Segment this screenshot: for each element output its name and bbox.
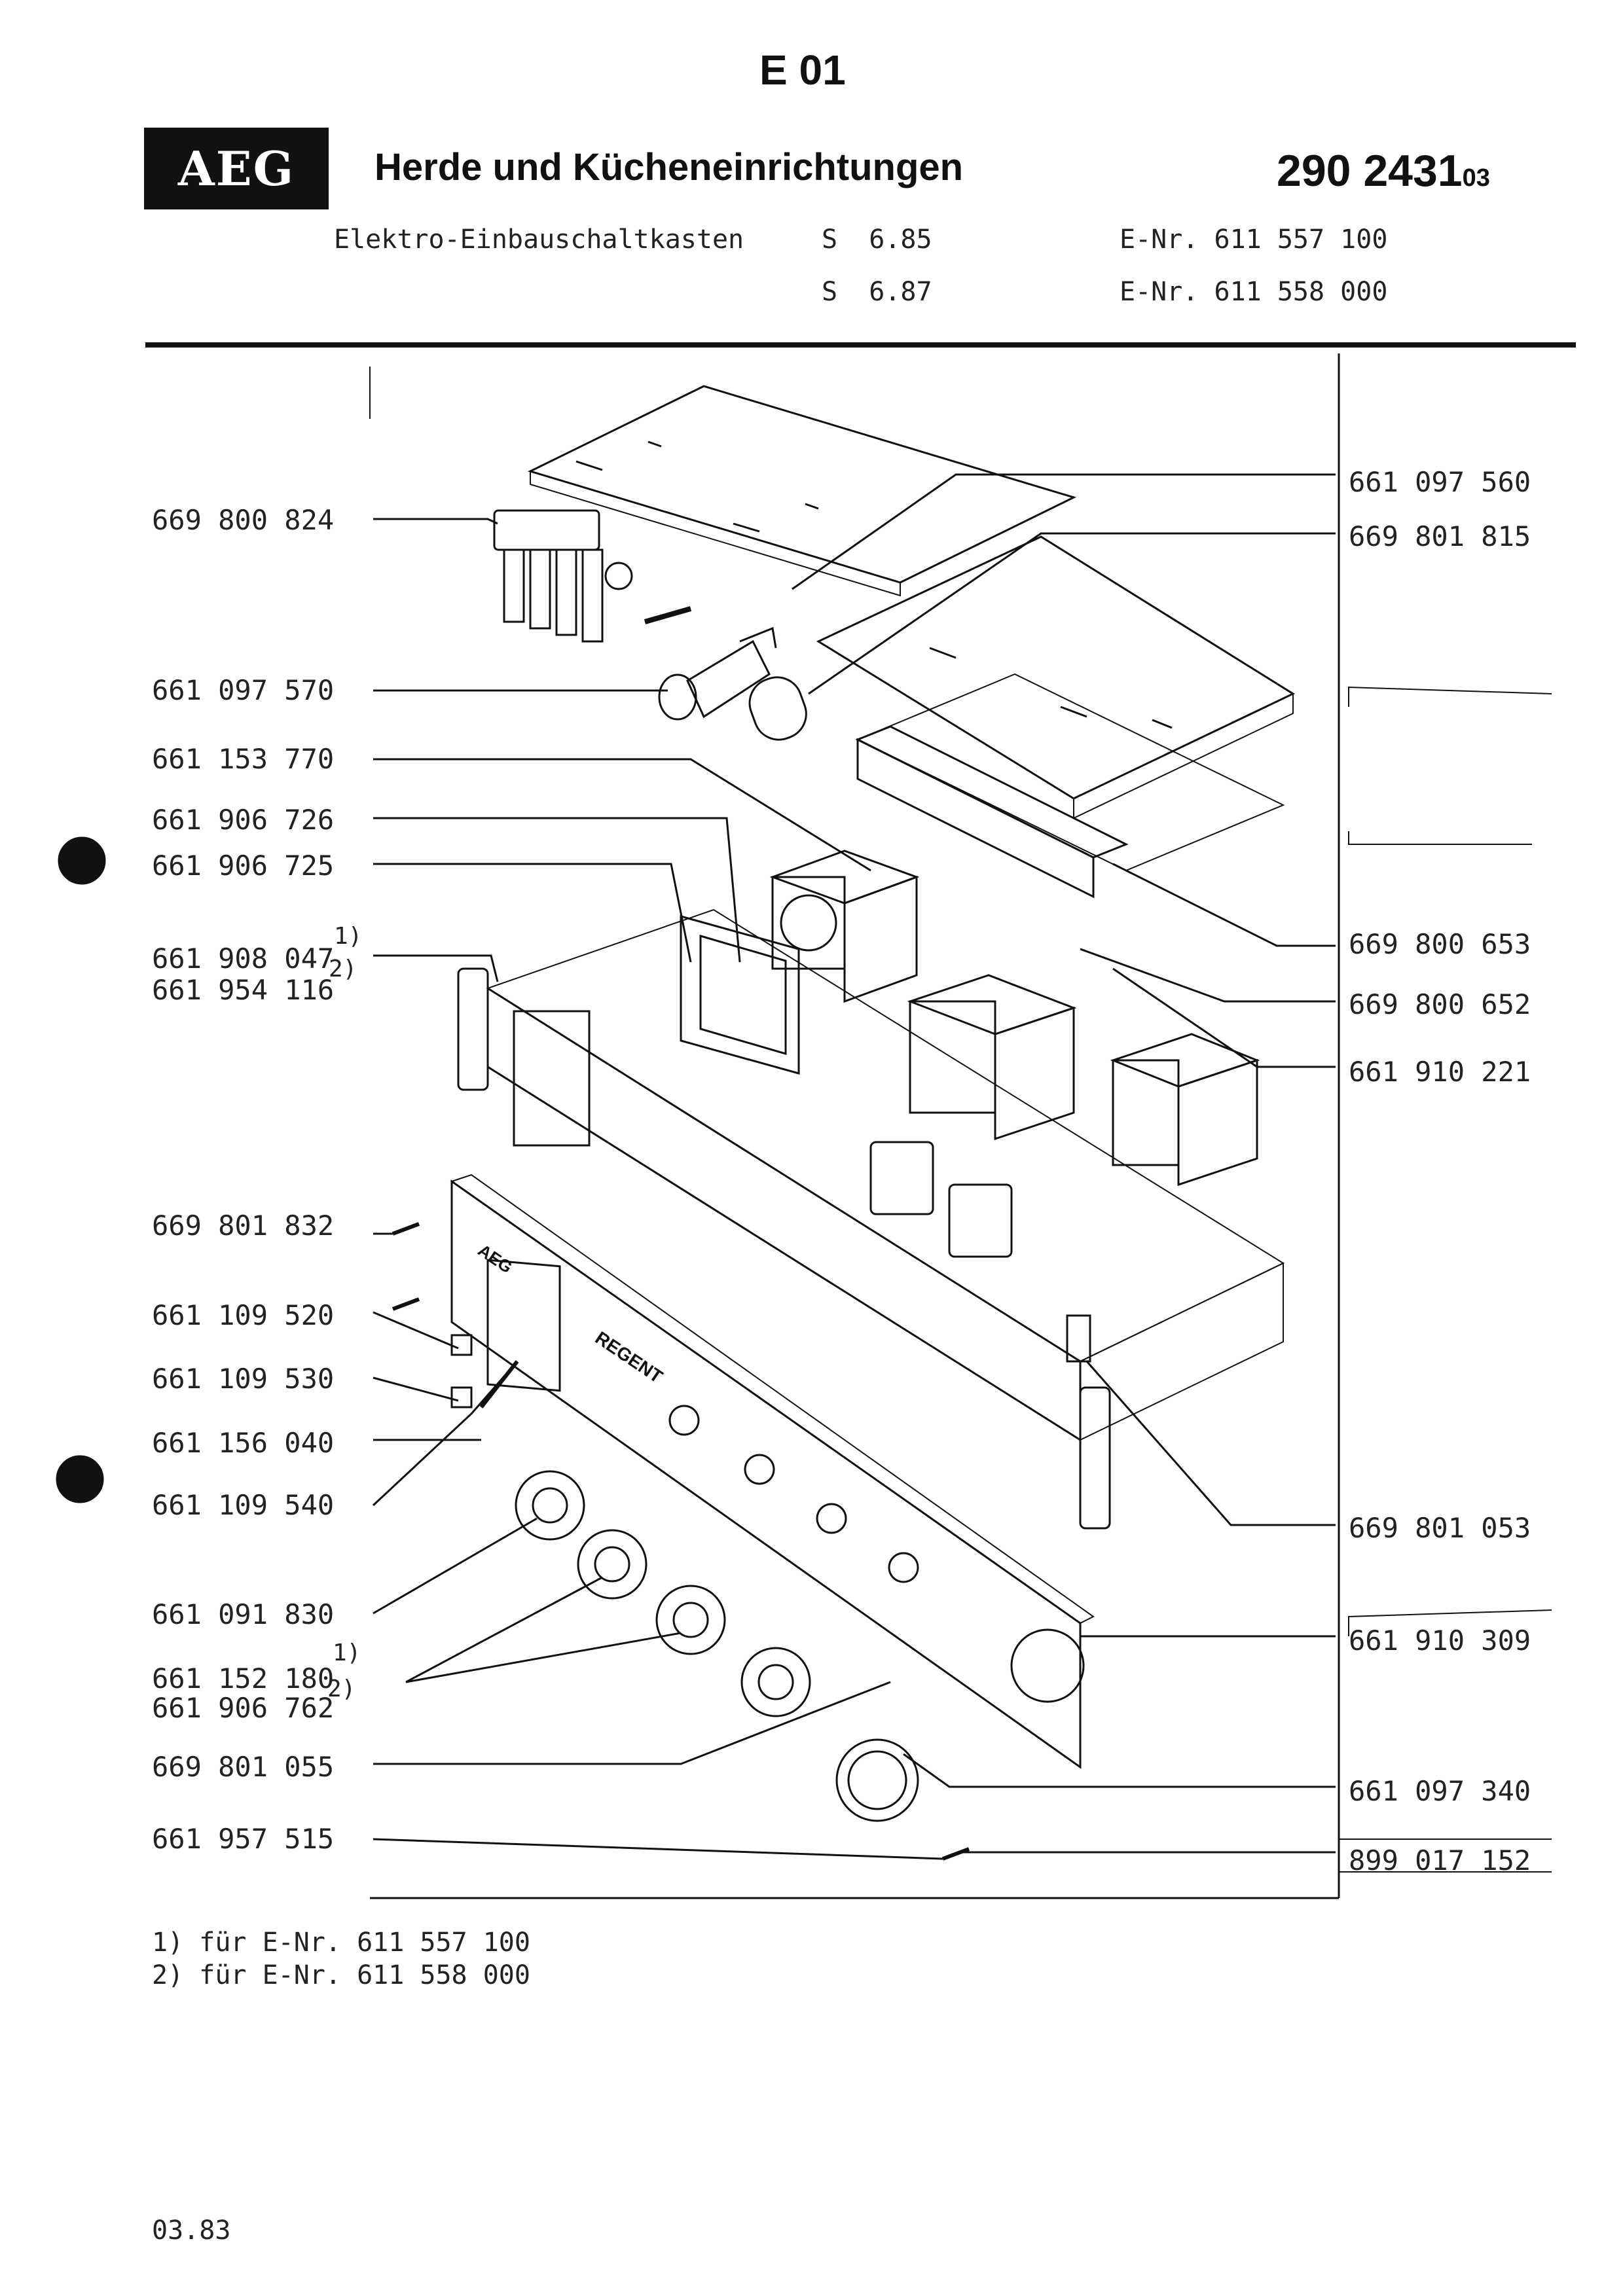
part-label-left: 661 906 762	[152, 1692, 335, 1724]
document-number-main: 290 2431	[1277, 146, 1463, 196]
small-switch-1	[869, 1141, 934, 1215]
part-label-right: 899 017 152	[1349, 1844, 1531, 1876]
control-knob-1	[515, 1470, 585, 1541]
footnote-1: 1) für E-Nr. 611 557 100	[152, 1928, 530, 1958]
part-label-left: 661 109 540	[152, 1489, 335, 1521]
part-label-right: 661 097 340	[1349, 1775, 1531, 1807]
terminal-strip	[855, 725, 1129, 899]
timer-clock	[769, 850, 920, 1003]
display-window	[680, 915, 800, 1075]
sheet-code: E 01	[759, 46, 846, 94]
timer-knob	[835, 1738, 919, 1822]
part-label-left: 661 954 116	[152, 974, 335, 1006]
part-label-right: 661 910 309	[1349, 1624, 1531, 1657]
part-label-left: 661 156 040	[152, 1427, 335, 1459]
control-knob-3	[655, 1585, 726, 1655]
part-label-right: 661 910 221	[1349, 1056, 1531, 1088]
small-switch-2	[948, 1183, 1013, 1258]
footnote-2: 2) für E-Nr. 611 558 000	[152, 1960, 530, 1990]
page-title: Herde und Kücheneinrichtungen	[374, 146, 964, 188]
part-label-left: 661 906 725	[152, 850, 335, 882]
cover-plate-upper	[527, 385, 1077, 597]
part-label-left: 661 153 770	[152, 743, 335, 775]
front-fascia-panel	[450, 1174, 1095, 1769]
terminal-block	[493, 509, 633, 643]
aeg-logo: AEG	[144, 128, 329, 209]
part-label-left: 661 091 830	[152, 1598, 335, 1630]
leader-lines-left	[372, 518, 943, 1860]
part-label-left: 661 908 047	[152, 942, 335, 975]
chassis-tray	[856, 673, 1285, 872]
revision-date: 03.83	[152, 2215, 231, 2246]
part-label-left: 661 152 180	[152, 1662, 335, 1695]
part-label-right: 669 801 815	[1349, 520, 1531, 552]
footnote-ref: 2)	[329, 956, 357, 982]
enr-2: E-Nr. 611 558 000	[1120, 277, 1388, 307]
switch-unit-1	[907, 974, 1077, 1141]
part-label-left: 661 906 726	[152, 804, 335, 836]
part-label-right: 669 800 653	[1349, 928, 1531, 960]
switch-unit-2	[1110, 1033, 1260, 1187]
part-label-left: 661 097 570	[152, 674, 335, 706]
part-label-left: 669 801 832	[152, 1210, 335, 1242]
product-name: Elektro-Einbauschaltkasten	[334, 224, 744, 255]
part-label-right: 669 801 053	[1349, 1512, 1531, 1544]
indicator-lamp	[748, 676, 807, 741]
footnote-ref: 1)	[334, 923, 363, 950]
model-2: S 6.87	[822, 277, 932, 307]
footnote-ref: 1)	[333, 1640, 361, 1666]
right-margin-marks	[1339, 686, 1552, 1873]
punch-hole-lower	[56, 1455, 104, 1503]
switch-box-housing	[457, 908, 1285, 1530]
part-label-right: 669 800 652	[1349, 988, 1531, 1020]
leader-lines-right	[792, 473, 1336, 1854]
part-label-right: 661 097 560	[1349, 466, 1531, 498]
punch-hole-upper	[58, 836, 106, 885]
part-label-left: 661 109 530	[152, 1363, 335, 1395]
part-label-left: 669 800 824	[152, 504, 335, 536]
document-number-suffix: 03	[1462, 164, 1490, 192]
part-label-left: 661 957 515	[152, 1823, 335, 1855]
document-number: 290 243103	[1277, 145, 1490, 196]
header-rule	[145, 342, 1576, 348]
control-knob-2	[577, 1529, 647, 1600]
control-knob-4	[740, 1647, 811, 1717]
cover-plate-rear	[816, 535, 1296, 819]
part-label-left: 669 801 055	[152, 1751, 335, 1783]
enr-1: E-Nr. 611 557 100	[1120, 224, 1388, 255]
lamp-socket	[644, 606, 777, 721]
footnote-ref: 2)	[327, 1676, 356, 1702]
part-label-left: 661 109 520	[152, 1299, 335, 1331]
model-1: S 6.85	[822, 224, 932, 255]
